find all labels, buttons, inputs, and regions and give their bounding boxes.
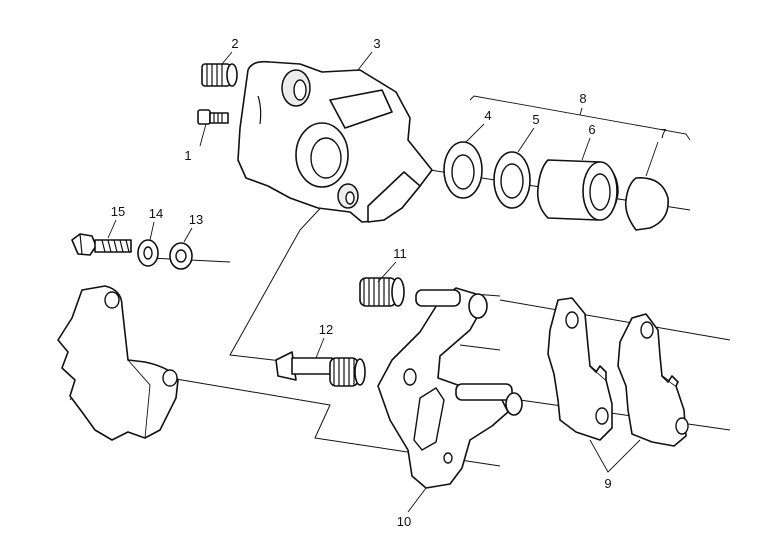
group-8-bracket bbox=[469, 95, 691, 141]
callout-6: 6 bbox=[588, 122, 595, 137]
part-15-bolt bbox=[71, 233, 132, 256]
callout-13: 13 bbox=[189, 212, 203, 227]
part-3-caliper-body bbox=[237, 60, 433, 223]
part-7-piston-cap bbox=[624, 177, 669, 231]
callout-4: 4 bbox=[484, 108, 491, 123]
callout-14: 14 bbox=[149, 206, 163, 221]
callout-7: 7 bbox=[659, 126, 666, 141]
callout-9: 9 bbox=[604, 476, 611, 491]
callout-leaders bbox=[107, 51, 659, 513]
callout-3: 3 bbox=[373, 36, 380, 51]
part-11-spring bbox=[359, 277, 405, 307]
callout-labels: 1 2 3 4 5 6 7 8 9 10 11 12 13 14 15 bbox=[111, 36, 667, 529]
part-1-bleeder-valve bbox=[197, 109, 229, 125]
callout-8: 8 bbox=[579, 91, 586, 106]
part-12-sleeve-pin bbox=[275, 351, 366, 387]
callout-11: 11 bbox=[393, 246, 407, 261]
callout-12: 12 bbox=[319, 322, 333, 337]
part-2-threaded-pin bbox=[201, 63, 238, 87]
callout-1: 1 bbox=[184, 148, 191, 163]
callout-10: 10 bbox=[397, 514, 411, 529]
part-6-piston bbox=[536, 159, 619, 221]
part-4-seal bbox=[443, 141, 483, 199]
part-9-brake-pads bbox=[547, 297, 689, 473]
part-5-dust-seal bbox=[493, 151, 531, 209]
mounting-bracket bbox=[57, 285, 179, 441]
callout-5: 5 bbox=[532, 112, 539, 127]
callout-15: 15 bbox=[111, 204, 125, 219]
callout-2: 2 bbox=[231, 36, 238, 51]
part-10-bracket-plate bbox=[377, 287, 523, 489]
part-13-washer bbox=[169, 242, 193, 270]
part-14-lock-washer bbox=[137, 239, 159, 267]
